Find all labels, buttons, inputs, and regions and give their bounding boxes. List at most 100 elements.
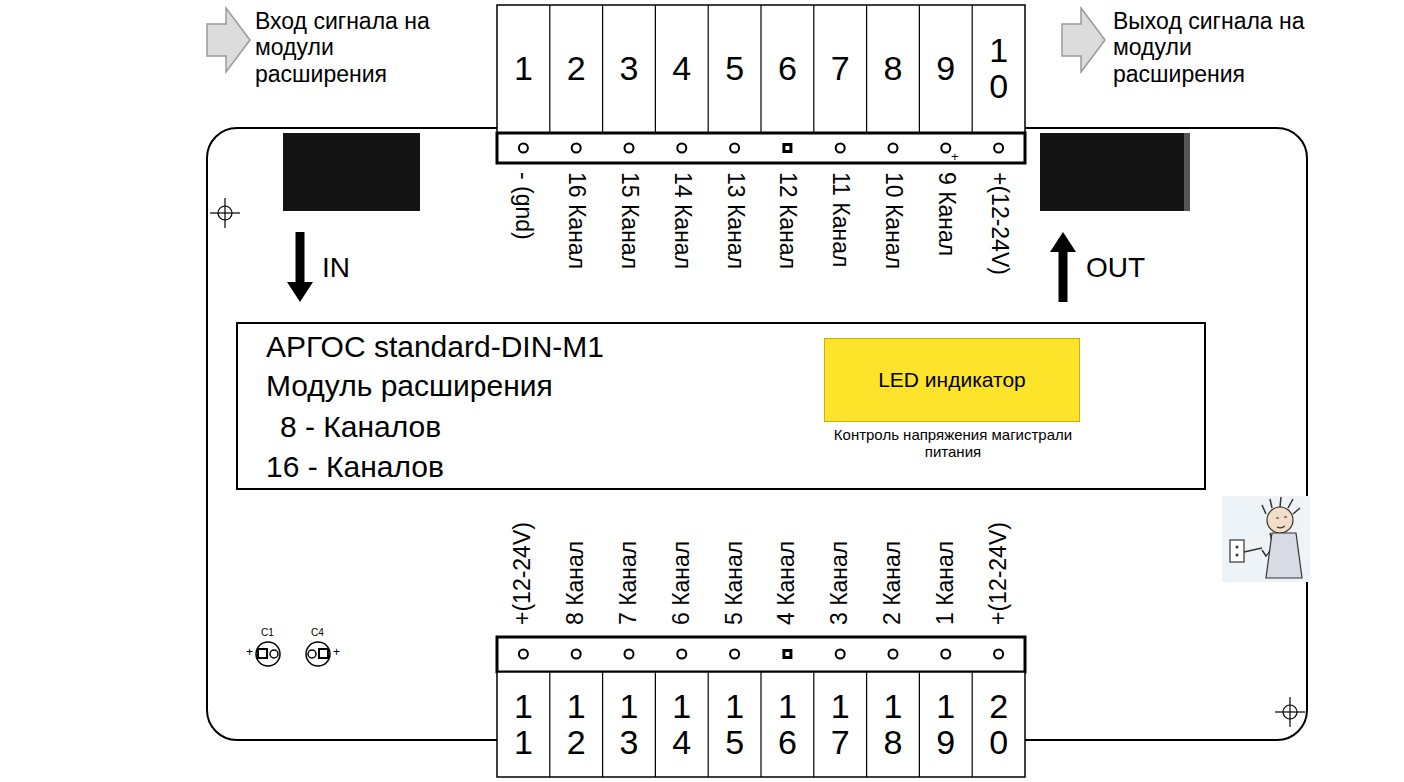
node-text: Модуль расширения [266, 369, 553, 402]
pin-number-holder: 16 [761, 672, 813, 777]
component-label-holder: C4 [311, 628, 324, 638]
pin-number-holder: 4 [656, 5, 708, 133]
pin-label-holder: +(12-24V) [986, 522, 1011, 625]
pin-label-holder: 12 Канал [775, 172, 800, 269]
pin-number-holder: 8 [867, 5, 919, 133]
pin-number-holder: 14 [656, 672, 708, 777]
pin-number: 13 [619, 689, 639, 760]
connector-label-holder: OUT [1086, 254, 1145, 282]
pin-number-holder: 2 [550, 5, 602, 133]
pin-label-holder: +(12-24V) [986, 172, 1011, 275]
pin-number: 19 [936, 689, 956, 760]
pin-number-holder: 7 [814, 5, 866, 133]
capacitor-symbol [306, 642, 330, 666]
pin-number: 12 [566, 689, 586, 760]
terminal-number-cells [497, 5, 1025, 133]
pin-number: 3 [619, 51, 639, 87]
pin-number: 9 [936, 51, 956, 87]
polarity-mark-holder: + [951, 150, 959, 163]
connector-label-holder: IN [322, 254, 350, 282]
pin-number-holder: 5 [709, 5, 761, 133]
pin-label: 11 Канал [828, 172, 853, 267]
pin-number: 1 [513, 51, 533, 87]
pin-label: 14 Канал [669, 172, 694, 269]
node-text: Контроль напряжения магистрали питания [822, 427, 1084, 460]
pin-label: 4 Канал [775, 541, 800, 625]
polarity-mark: + [333, 646, 340, 658]
led-indicator: LED индикатор [824, 338, 1080, 422]
node-text: 16 - Каналов [266, 450, 444, 483]
pin-label-holder: - (gnd) [511, 172, 536, 240]
in-arrow [296, 232, 305, 284]
pin-number-holder: 10 [973, 5, 1025, 133]
pin-label: 12 Канал [775, 172, 800, 269]
pin-number-holder: 9 [920, 5, 972, 133]
polarity-mark: + [246, 646, 253, 658]
polarity-mark-holder: + [246, 646, 253, 658]
polarity-mark: + [951, 150, 959, 163]
node-title: АРГОС standard-DIN-M1 [266, 330, 604, 363]
pin-label-holder: 16 Канал [564, 172, 589, 269]
pin-number: 14 [672, 689, 692, 760]
pin-label-holder: 9 Канал [933, 172, 958, 256]
signal-label-holder: Выход сигнала на модули расширения [1113, 8, 1318, 87]
pin-label: +(12-24V) [986, 522, 1011, 625]
pin-number: 16 [777, 689, 797, 760]
signal-in-arrow [207, 8, 250, 72]
pin-label: 15 Канал [616, 172, 641, 269]
terminal-strip [497, 637, 1025, 672]
terminal-strip [497, 133, 1025, 163]
pin-number-holder: 17 [814, 672, 866, 777]
pin-number: 20 [988, 689, 1008, 760]
signal-label: Выход сигнала на модули расширения [1113, 8, 1318, 87]
pin-number-holder: 13 [603, 672, 655, 777]
pin-label: 10 Канал [880, 172, 905, 269]
in-connector [283, 133, 420, 211]
component-label: C1 [261, 628, 274, 638]
pin-number-holder: 18 [867, 672, 919, 777]
signal-label: Вход сигнала на модули расширения [255, 8, 460, 87]
pin-label: 16 Канал [564, 172, 589, 269]
pin-label-holder: 4 Канал [775, 541, 800, 625]
pin-label-holder: 13 Канал [722, 172, 747, 269]
node-title: LED индикатор [878, 368, 1026, 391]
pin-number-holder: 19 [920, 672, 972, 777]
pin-label-holder: 10 Канал [880, 172, 905, 269]
pin-number: 2 [566, 51, 586, 87]
pin-number: 10 [988, 33, 1008, 104]
signal-out-arrow [1062, 8, 1105, 72]
label-panel: АРГОС standard-DIN-M1Модуль расширения 8 … [236, 322, 1206, 490]
pin-label-holder: 6 Канал [669, 541, 694, 625]
capacitor-symbol [256, 642, 280, 666]
pin-label-holder: 15 Канал [616, 172, 641, 269]
pin-number: 5 [724, 51, 744, 87]
out-connector [1040, 133, 1190, 211]
pin-label-holder: 5 Канал [722, 541, 747, 625]
out-arrow-head [1050, 232, 1076, 252]
signal-label-holder: Вход сигнала на модули расширения [255, 8, 460, 87]
pin-label-holder: 2 Канал [880, 541, 905, 625]
pin-number-holder: 3 [603, 5, 655, 133]
pin-label: 9 Канал [933, 172, 958, 256]
pin-number: 6 [777, 51, 797, 87]
crosshair [210, 198, 240, 228]
crosshair [1275, 697, 1305, 727]
pin-number: 8 [883, 51, 903, 87]
pin-label: 2 Канал [880, 541, 905, 625]
pin-label-holder: +(12-24V) [511, 522, 536, 625]
pin-label: +(12-24V) [986, 172, 1011, 275]
person-illustration [1222, 496, 1310, 582]
pin-label: 6 Канал [669, 541, 694, 625]
pin-number-holder: 20 [973, 672, 1025, 777]
pin-number-holder: 1 [497, 5, 549, 133]
node-text: 8 - Каналов [280, 410, 441, 443]
out-connector-edge [1184, 133, 1190, 211]
pin-number-holder: 12 [550, 672, 602, 777]
pin-number-holder: 6 [761, 5, 813, 133]
component-label-holder: C1 [261, 628, 274, 638]
pin-label-holder: 1 Канал [933, 541, 958, 625]
pin-number-holder: 15 [709, 672, 761, 777]
connector-label: OUT [1086, 254, 1145, 282]
pin-label: 1 Канал [933, 541, 958, 625]
pin-label-holder: 8 Канал [564, 541, 589, 625]
